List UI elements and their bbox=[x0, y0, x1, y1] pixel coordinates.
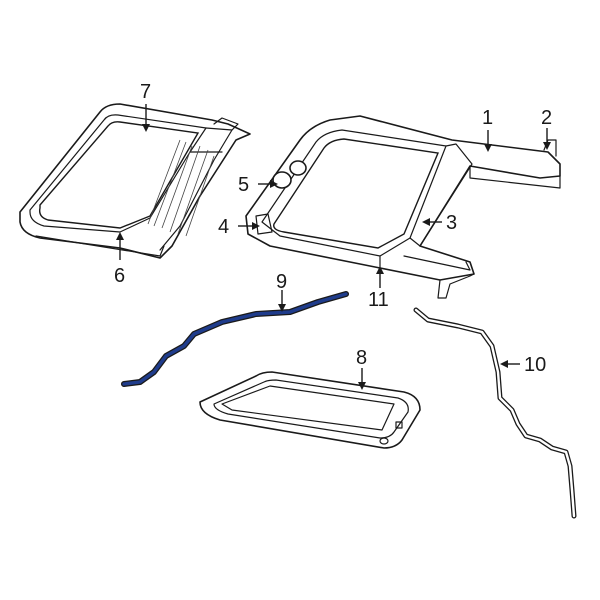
callout-10: 10 bbox=[524, 354, 546, 376]
seal-part-highlighted bbox=[121, 291, 349, 387]
callout-7: 7 bbox=[140, 81, 151, 103]
glass-panel-part bbox=[19, 103, 251, 259]
callout-1: 1 bbox=[482, 107, 493, 129]
callout-leaders bbox=[116, 104, 551, 390]
sunshade-panel-part bbox=[199, 371, 421, 449]
callout-3: 3 bbox=[446, 212, 457, 234]
callout-5: 5 bbox=[238, 174, 249, 196]
callout-11: 11 bbox=[368, 289, 389, 311]
sunroof-frame-part bbox=[245, 115, 561, 299]
callout-8: 8 bbox=[356, 347, 367, 369]
callout-6: 6 bbox=[114, 265, 125, 287]
callout-4: 4 bbox=[218, 216, 229, 238]
drain-hose-part bbox=[413, 307, 577, 519]
callout-2: 2 bbox=[541, 107, 552, 129]
callout-9: 9 bbox=[276, 271, 287, 293]
